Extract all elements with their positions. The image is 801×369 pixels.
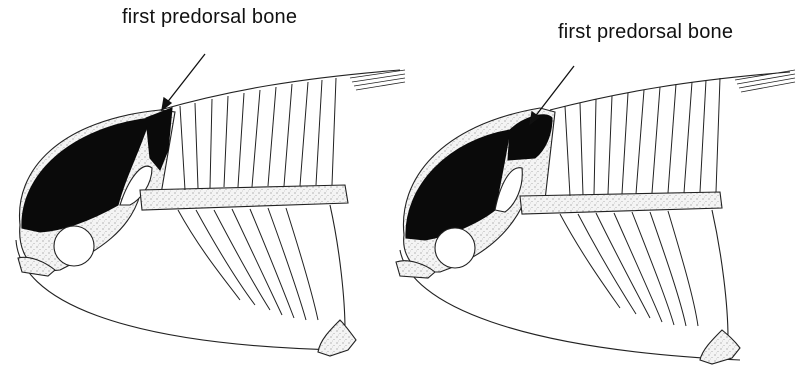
vertebral-column-left bbox=[140, 185, 348, 210]
ribs-left bbox=[178, 208, 318, 320]
pelvic-bone-left bbox=[318, 320, 356, 356]
pterygiophores-right bbox=[565, 78, 720, 196]
arrow-left bbox=[162, 54, 205, 110]
pelvic-bone-right bbox=[700, 330, 740, 364]
vertebral-column-right bbox=[520, 192, 722, 214]
skeleton-left bbox=[16, 70, 405, 356]
ventral-strut-left bbox=[330, 205, 345, 330]
pterygiophores-left bbox=[180, 78, 336, 190]
dorsal-line-right bbox=[550, 72, 790, 110]
skeleton-right bbox=[396, 70, 795, 364]
orbit-left bbox=[54, 226, 94, 266]
dorsal-fin-rays-left bbox=[350, 70, 405, 90]
ventral-strut-right bbox=[712, 210, 728, 338]
orbit-right bbox=[435, 228, 475, 268]
dorsal-fin-rays-right bbox=[735, 70, 795, 92]
ribs-right bbox=[560, 211, 698, 326]
